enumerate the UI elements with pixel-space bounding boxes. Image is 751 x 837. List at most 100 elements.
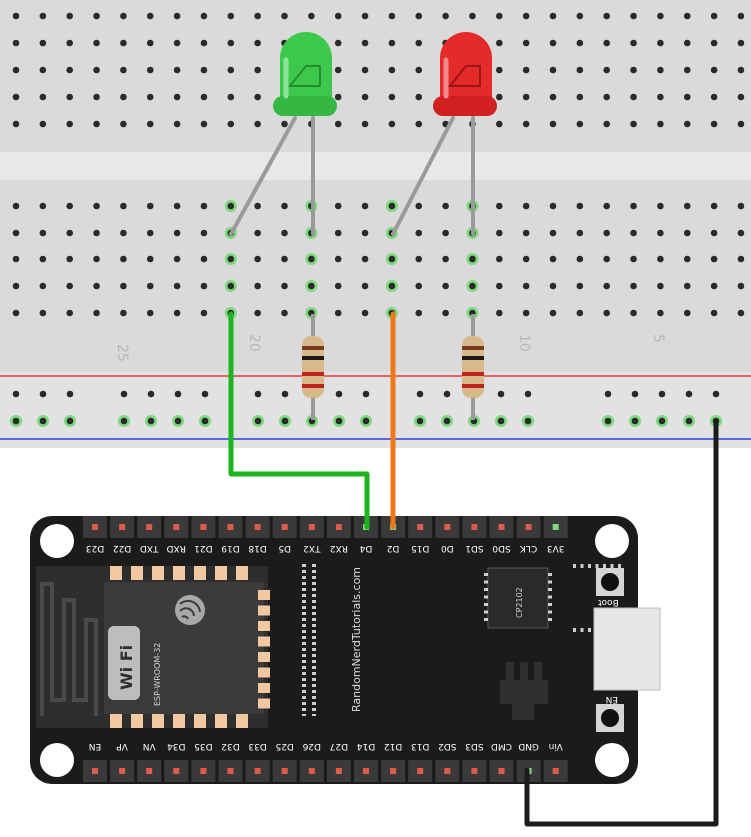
cp2102-label: CP2102	[515, 587, 524, 618]
breadboard-hole	[388, 93, 396, 101]
bottom-pin-label: D14	[357, 741, 376, 751]
breadboard-hole	[254, 229, 261, 237]
breadboard-hole	[120, 66, 127, 74]
bottom-pin-label: SD2	[438, 741, 456, 751]
breadboard-hole	[496, 282, 503, 290]
breadboard-hole	[334, 120, 342, 128]
top-header-pin	[335, 524, 342, 530]
breadboard-hole	[710, 229, 718, 237]
breadboard-hole	[549, 66, 557, 74]
breadboard-hole	[630, 12, 637, 20]
rail-hole-positive	[281, 390, 289, 398]
breadboard-center-channel	[0, 152, 751, 180]
green-wire	[228, 311, 370, 530]
breadboard-hole	[66, 255, 73, 263]
breadboard-hole	[522, 12, 530, 20]
breadboard-hole	[281, 12, 288, 20]
module-pad-side	[258, 683, 270, 693]
bottom-header-pin	[552, 768, 559, 774]
breadboard-hole	[549, 12, 557, 20]
bottom-header-pin	[173, 768, 180, 774]
breadboard-hole	[200, 255, 208, 263]
chip-pin	[595, 564, 599, 568]
rail-hole-negative	[524, 417, 532, 425]
breadboard-hole	[603, 12, 610, 20]
breadboard-hole	[66, 66, 73, 74]
breadboard-hole	[200, 12, 208, 20]
rail-hole-positive	[631, 390, 639, 398]
red-led-rim	[433, 96, 497, 116]
rail-hole-negative	[201, 417, 209, 425]
breadboard-hole	[576, 120, 584, 128]
breadboard-hole	[576, 309, 584, 317]
green-led-rim	[273, 96, 337, 116]
breadboard-hole	[12, 282, 20, 290]
top-header-pin	[173, 524, 180, 530]
boot-button-cap[interactable]	[601, 573, 619, 591]
breadboard-hole	[93, 229, 100, 237]
top-header-pin	[146, 524, 153, 530]
red-led-die	[447, 65, 481, 87]
mount-hole-bottom-right	[595, 743, 629, 777]
breadboard-hole	[12, 309, 20, 317]
rail-hole-positive	[685, 390, 693, 398]
breadboard-hole	[66, 282, 73, 290]
breadboard-hole	[39, 66, 47, 74]
bottom-header-pin	[335, 768, 342, 774]
chip-pin	[548, 618, 552, 621]
bottom-pin-label: D35	[194, 741, 212, 751]
wifi-logo-text: Wi Fi	[117, 645, 136, 690]
breadboard-hole	[200, 282, 208, 290]
breadboard-hole	[603, 229, 610, 237]
top-pin-label: D5	[278, 543, 291, 553]
chip-pin	[603, 564, 606, 568]
bottom-header-pin	[471, 768, 478, 774]
breadboard-hole	[683, 12, 691, 20]
bottom-header-pin	[281, 768, 288, 774]
breadboard-hole	[522, 93, 530, 101]
rail-hole-positive	[147, 390, 155, 398]
en-button-cap[interactable]	[601, 709, 619, 727]
module-pad-bottom	[152, 714, 164, 728]
breadboard-hole	[146, 120, 154, 128]
breadboard-hole	[388, 255, 396, 263]
column-number-20: 20	[246, 334, 262, 352]
breadboard-hole	[39, 229, 47, 237]
bottom-header-pin	[146, 768, 153, 774]
breadboard-hole	[281, 282, 288, 290]
breadboard-hole	[93, 309, 100, 317]
breadboard-hole	[415, 39, 423, 47]
breadboard-hole	[39, 12, 47, 20]
top-header-pin	[281, 524, 288, 530]
breadboard-hole	[388, 12, 396, 20]
breadboard-hole	[227, 202, 235, 210]
top-pin-label: D18	[248, 543, 267, 553]
module-pad-top	[215, 566, 227, 580]
regulator-tab	[512, 704, 534, 720]
breadboard-hole	[361, 282, 369, 290]
module-pad-side	[258, 621, 270, 631]
breadboard-hole	[415, 12, 423, 20]
rail-hole-negative	[12, 417, 20, 425]
top-header-pin	[471, 524, 478, 530]
top-pin-label: SD1	[465, 543, 483, 553]
module-pad-side	[258, 590, 270, 600]
breadboard-hole	[415, 229, 423, 237]
breadboard-hole	[39, 255, 47, 263]
breadboard-hole	[496, 39, 503, 47]
module-label: ESP-WROOM-32	[153, 643, 162, 706]
top-header-pin	[308, 524, 315, 530]
breadboard-hole	[657, 12, 664, 20]
breadboard-hole	[657, 202, 664, 210]
chip-pin	[588, 628, 591, 632]
breadboard-hole	[120, 39, 127, 47]
bottom-pin-label: GND	[518, 741, 539, 751]
breadboard-hole	[603, 120, 610, 128]
top-pin-label: SD0	[492, 543, 511, 553]
module-pad-top	[110, 566, 122, 580]
breadboard-hole	[173, 66, 181, 74]
chip-pin	[573, 564, 576, 568]
top-pin-label: D21	[194, 543, 212, 553]
